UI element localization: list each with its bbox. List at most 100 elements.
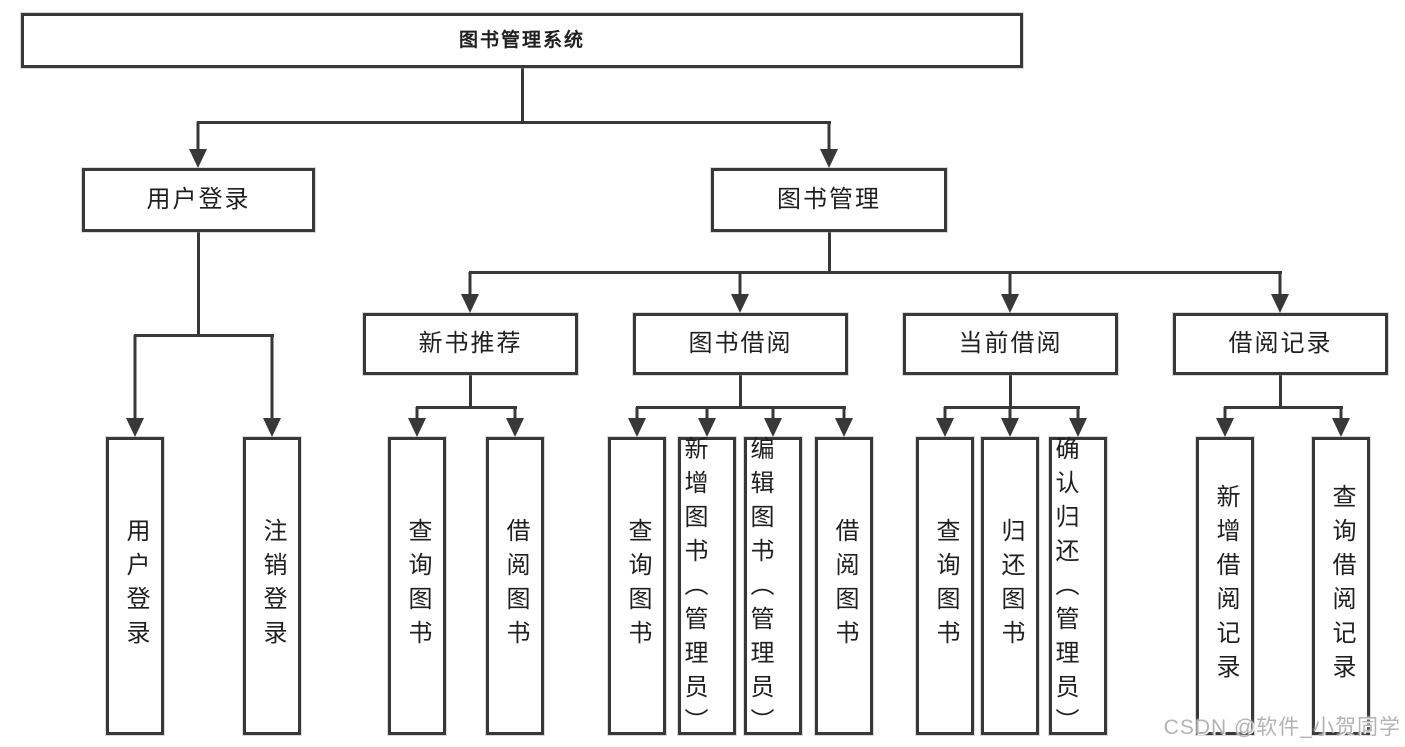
- arrow-shaft: [468, 272, 472, 296]
- connector-arrow-down: [408, 407, 426, 437]
- node-label: 注销登录: [259, 518, 286, 654]
- arrowhead-icon: [764, 418, 782, 437]
- connector-arrow-down: [731, 272, 749, 313]
- arrowhead-icon: [1001, 294, 1019, 313]
- arrow-shaft: [415, 407, 419, 420]
- diagram-node-book-borrow: 图书借阅: [633, 313, 848, 375]
- arrowhead-icon: [506, 418, 524, 437]
- arrowhead-icon: [461, 294, 479, 313]
- diagram-node-root: 图书管理系统: [21, 13, 1023, 68]
- node-label: 编辑图书（管理员）: [746, 436, 773, 742]
- diagram-node-br-query-record: 查询借阅记录: [1312, 437, 1370, 735]
- connector-rail: [1224, 406, 1343, 409]
- diagram-node-br-add-record: 新增借阅记录: [1196, 437, 1254, 735]
- connector-arrow-down: [936, 407, 954, 437]
- arrowhead-icon: [820, 149, 838, 168]
- connector-stem: [739, 375, 742, 409]
- node-label: 借阅记录: [1228, 330, 1333, 357]
- node-label: 借阅图书: [831, 518, 858, 654]
- arrow-shaft: [771, 407, 775, 420]
- diagram-node-ul-user-login: 用户登录: [106, 437, 164, 735]
- diagram-node-new-book-rec: 新书推荐: [363, 313, 578, 375]
- arrowhead-icon: [698, 418, 716, 437]
- connector-stem: [521, 68, 524, 123]
- arrowhead-icon: [628, 418, 646, 437]
- arrow-shaft: [196, 122, 200, 151]
- arrowhead-icon: [189, 149, 207, 168]
- connector-rail: [944, 406, 1080, 409]
- connector-arrow-down: [764, 407, 782, 437]
- node-label: 确认归还（管理员）: [1051, 436, 1078, 742]
- arrow-shaft: [1008, 272, 1012, 296]
- arrowhead-icon: [1069, 418, 1087, 437]
- arrowhead-icon: [1216, 418, 1234, 437]
- node-label: 查询借阅记录: [1328, 484, 1355, 688]
- arrow-shaft: [513, 407, 517, 420]
- node-label: 用户登录: [146, 186, 251, 213]
- diagram-node-nb-borrow-books: 借阅图书: [486, 437, 544, 735]
- diagram-node-book-mgmt: 图书管理: [711, 168, 947, 232]
- diagram-node-bb-query-books: 查询图书: [608, 437, 666, 735]
- diagram-node-ul-logout: 注销登录: [243, 437, 301, 735]
- arrow-shaft: [133, 335, 137, 420]
- arrowhead-icon: [263, 418, 281, 437]
- node-label: 借阅图书: [502, 518, 529, 654]
- connector-rail: [469, 271, 1282, 274]
- connector-stem: [1009, 375, 1012, 409]
- connector-arrow-down: [1001, 272, 1019, 313]
- connector-stem: [469, 375, 472, 409]
- connector-arrow-down: [1001, 407, 1019, 437]
- connector-arrow-down: [1216, 407, 1234, 437]
- connector-arrow-down: [835, 407, 853, 437]
- arrow-shaft: [842, 407, 846, 420]
- diagram-node-cb-query-books: 查询图书: [916, 437, 974, 735]
- arrowhead-icon: [126, 418, 144, 437]
- arrow-shaft: [943, 407, 947, 420]
- arrow-shaft: [1339, 407, 1343, 420]
- arrow-shaft: [705, 407, 709, 420]
- arrowhead-icon: [835, 418, 853, 437]
- csdn-watermark: CSDN @软件_小贺同学: [1163, 716, 1401, 739]
- node-label: 图书管理: [777, 186, 881, 213]
- diagram-node-bb-edit-books: 编辑图书（管理员）: [744, 436, 802, 742]
- connector-arrow-down: [1332, 407, 1350, 437]
- arrowhead-icon: [731, 294, 749, 313]
- diagram-node-bb-add-books: 新增图书（管理员）: [678, 436, 736, 742]
- connector-rail: [197, 121, 831, 124]
- node-label: 查询图书: [932, 518, 959, 654]
- diagram-node-borrow-records: 借阅记录: [1173, 313, 1388, 375]
- node-label: 新书推荐: [418, 330, 523, 357]
- arrow-shaft: [738, 272, 742, 296]
- node-label: 用户登录: [122, 518, 149, 654]
- diagram-node-current-borrow: 当前借阅: [903, 313, 1118, 375]
- arrow-shaft: [1223, 407, 1227, 420]
- arrow-shaft: [827, 122, 831, 151]
- arrowhead-icon: [1332, 418, 1350, 437]
- arrowhead-icon: [1271, 294, 1289, 313]
- diagram-node-nb-query-books: 查询图书: [388, 437, 446, 735]
- connector-arrow-down: [126, 335, 144, 437]
- node-label: 归还图书: [997, 518, 1024, 654]
- connector-arrow-down: [263, 335, 281, 437]
- connector-arrow-down: [189, 122, 207, 168]
- diagram-node-cb-confirm-return: 确认归还（管理员）: [1049, 436, 1107, 742]
- node-label: 新增借阅记录: [1212, 484, 1239, 688]
- arrowhead-icon: [408, 418, 426, 437]
- arrow-shaft: [1278, 272, 1282, 296]
- connector-stem: [828, 232, 831, 274]
- connector-stem: [1279, 375, 1282, 409]
- connector-arrow-down: [506, 407, 524, 437]
- connector-arrow-down: [1069, 407, 1087, 437]
- connector-arrow-down: [628, 407, 646, 437]
- arrowhead-icon: [936, 418, 954, 437]
- connector-arrow-down: [698, 407, 716, 437]
- arrow-shaft: [1008, 407, 1012, 420]
- connector-rail: [134, 334, 274, 337]
- diagram-node-user-login: 用户登录: [82, 168, 315, 232]
- connector-arrow-down: [461, 272, 479, 313]
- node-label: 图书借阅: [688, 330, 793, 357]
- arrow-shaft: [1076, 407, 1080, 420]
- connector-arrow-down: [820, 122, 838, 168]
- diagram-node-bb-borrow-books: 借阅图书: [815, 437, 873, 735]
